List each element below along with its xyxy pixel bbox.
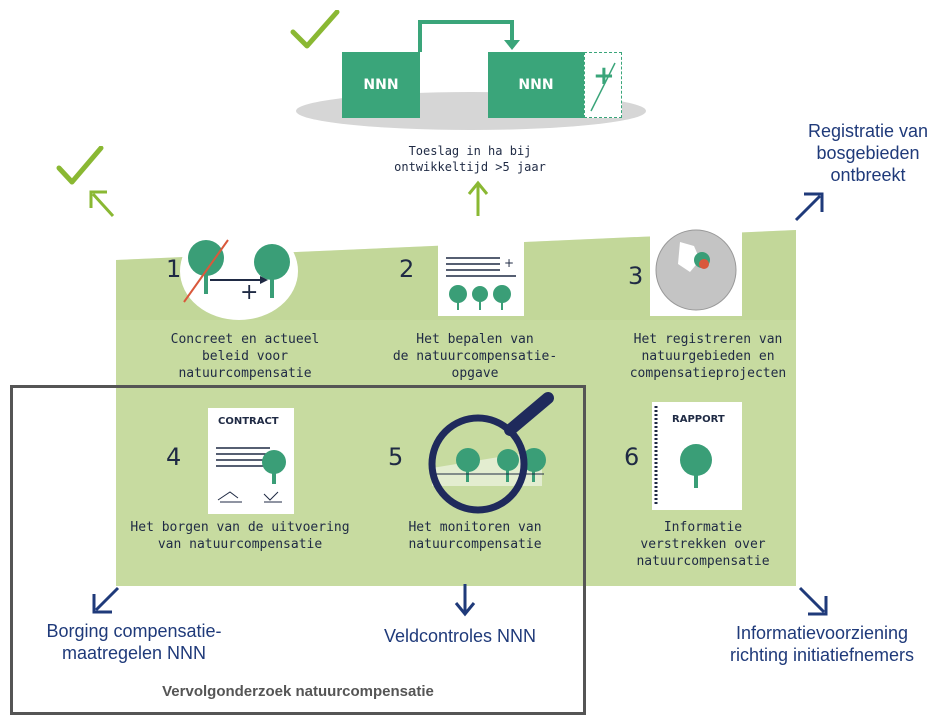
nnn-connector-arrow [418,20,520,52]
step-1-number: 1 [166,255,182,283]
tree-icon [183,239,290,303]
step-1-plus: + [240,280,259,305]
arrow-up-icon [467,180,489,216]
step-3-number: 3 [628,262,644,290]
check-icon-top [290,10,340,49]
list-trees-icon [446,257,516,310]
step-5-number: 5 [388,443,404,471]
step-3-label: Het registreren van natuurgebieden en co… [629,332,787,381]
step-4-number: 4 [166,443,182,471]
rapport-label: RAPPORT [672,414,725,425]
annotation-veldcontroles: Veldcontroles NNN [383,626,537,646]
step-6-illustration: RAPPORT [652,402,742,510]
nnn-extra-area: + [584,52,622,118]
step-2-number: 2 [399,255,415,283]
top-caption: Toeslag in ha bij ontwikkeltijd >5 jaar [394,144,546,174]
annotation-informatievoorziening: Informatievoorziening richting initiatie… [729,623,915,665]
arrow-up-left-icon [89,190,115,218]
arrow-down-right-icon [798,586,828,616]
step-2-label: Het bepalen van de natuurcompensatie- op… [392,332,558,381]
annotation-borging: Borging compensatie- maatregelen NNN [46,621,222,663]
nnn-box-left: NNN [342,52,420,118]
check-icon-left [56,146,104,185]
step-1-label: Concreet en actueel beleid voor natuurco… [170,332,320,381]
arrow-up-right-icon [794,192,824,222]
followup-frame [10,385,586,715]
step-2-illustration: + [438,224,524,316]
step-1-illustration: + [180,222,298,320]
contract-label: CONTRACT [218,416,279,427]
arrow-down-icon [454,584,476,617]
step-4-label: Het borgen van de uitvoering van natuurc… [130,520,350,552]
step-6-number: 6 [624,443,640,471]
step-5-label: Het monitoren van natuurcompensatie [408,520,542,552]
magnifier-icon [428,392,554,514]
annotation-registratie: Registratie van bosgebieden ontbreekt [807,121,929,185]
report-icon [654,406,712,506]
arrow-down-left-icon [92,586,120,614]
step-3-illustration [650,222,742,316]
contract-icon [216,447,286,503]
step-2-plus: + [504,256,515,270]
globe-map-icon [655,229,737,311]
followup-label: Vervolgonderzoek natuurcompensatie [162,683,434,700]
step-6-label: Informatie verstrekken over natuurcompen… [636,520,770,569]
nnn-box-right: NNN [488,52,584,118]
step-4-illustration: CONTRACT [208,408,294,514]
